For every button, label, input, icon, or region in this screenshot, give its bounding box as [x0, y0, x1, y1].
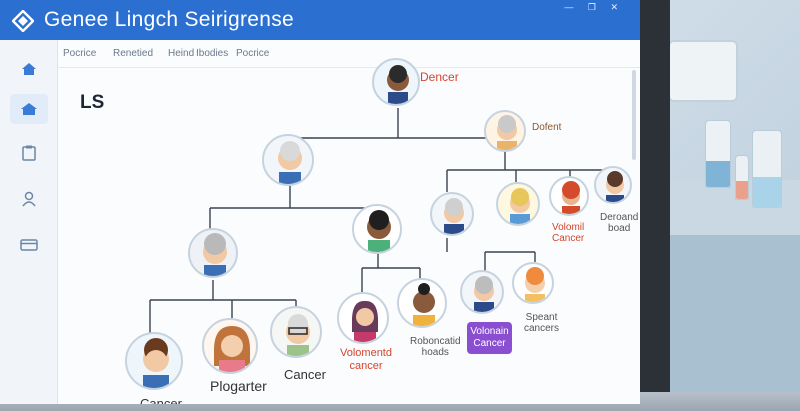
deroand-line1: Deroand — [600, 212, 639, 223]
lab-bottle — [705, 120, 731, 188]
lab-bottle — [752, 130, 782, 208]
laptop-screen: Genee Lingch Seirigrense — ❐ ✕ Pocrice R… — [0, 0, 640, 404]
pedigree-connectors — [149, 108, 614, 334]
avatar-grandfather[interactable] — [262, 134, 314, 186]
avatar-volomentd[interactable] — [337, 292, 389, 344]
avatar-root[interactable] — [372, 58, 420, 106]
sidebar-item-patients[interactable] — [10, 184, 48, 214]
sidebar-item-records[interactable] — [10, 138, 48, 168]
avatar-left-elder[interactable] — [188, 228, 238, 278]
deroand-label: Deroand boad — [600, 212, 638, 234]
tab-renetied[interactable]: Renetied — [113, 48, 154, 59]
avatar-bottom-right[interactable] — [270, 306, 322, 358]
sidebar-item-billing[interactable] — [10, 230, 48, 260]
avatar-right-2[interactable] — [496, 182, 540, 226]
volomil-label: Volomil Cancer — [552, 222, 584, 244]
home-icon — [21, 103, 37, 115]
root-label: Dencer — [420, 70, 459, 84]
clipboard-icon — [22, 145, 36, 161]
window-controls[interactable]: — ❐ ✕ — [564, 2, 624, 12]
tab-pocrice-2[interactable]: Pocrice — [236, 48, 270, 59]
bottom-middle-label: Plogarter — [210, 378, 267, 394]
volomentd-line1: Volomentd — [340, 347, 392, 359]
roboncatid-line1: Roboncatid — [410, 336, 461, 347]
avatar-bottom-middle[interactable] — [202, 318, 258, 374]
scrollbar[interactable] — [632, 70, 636, 160]
avatar-speaent[interactable] — [512, 262, 554, 304]
tab-ibodies[interactable]: Ibodies — [196, 48, 229, 59]
speaent-line1: Speant — [525, 312, 558, 323]
tab-bar: Pocrice Renetied Heind Ibodies Pocrice — [58, 40, 640, 68]
app-title: Genee Lingch Seirigrense — [44, 8, 295, 31]
volomentd-label: Volomentd cancer — [340, 347, 392, 373]
roboncatid-line2: hoads — [421, 347, 449, 358]
tab-heind[interactable]: Heind — [168, 48, 195, 59]
cancer-badge[interactable]: Volonain Cancer — [467, 322, 512, 354]
avatar-right-1[interactable] — [430, 192, 474, 236]
speaent-label: Speant cancers — [524, 312, 559, 334]
roboncatid-label: Roboncatid hoads — [410, 336, 461, 358]
bottom-right-label: Cancer — [284, 367, 326, 382]
tab-pocrice[interactable]: Pocrice — [63, 48, 97, 59]
avatar-cancer-badge[interactable] — [460, 270, 504, 314]
lab-bottle — [735, 155, 749, 200]
lab-machine — [668, 40, 738, 102]
app-header: Genee Lingch Seirigrense — ❐ ✕ — [0, 0, 640, 40]
card-icon — [20, 239, 38, 251]
avatar-right-4[interactable] — [594, 166, 632, 204]
home-icon — [22, 63, 36, 75]
user-icon — [22, 191, 36, 207]
volomil-line2: Cancer — [552, 233, 585, 244]
volomil-line1: Volomil — [552, 222, 585, 233]
sidebar — [0, 40, 58, 404]
badge-line2: Cancer — [473, 338, 506, 349]
deroand-line2: boad — [608, 223, 631, 234]
page-title: LS — [80, 92, 105, 113]
avatar-bottom-left[interactable] — [125, 332, 183, 390]
speaent-line2: cancers — [524, 323, 560, 334]
dna-logo-icon — [12, 10, 34, 32]
avatar-right-3[interactable] — [549, 176, 589, 216]
volomentd-line2: cancer — [349, 360, 383, 372]
sidebar-item-dashboard[interactable] — [10, 94, 48, 124]
badge-line1: Volonain — [470, 326, 509, 337]
sidebar-item-home[interactable] — [10, 54, 48, 84]
avatar-roboncatid[interactable] — [397, 278, 447, 328]
avatar-middle-son[interactable] — [352, 204, 402, 254]
avatar-mid-right[interactable] — [484, 110, 526, 152]
mid-right-label: Dofent — [532, 122, 562, 133]
bottom-left-label: Cancer — [140, 396, 182, 404]
